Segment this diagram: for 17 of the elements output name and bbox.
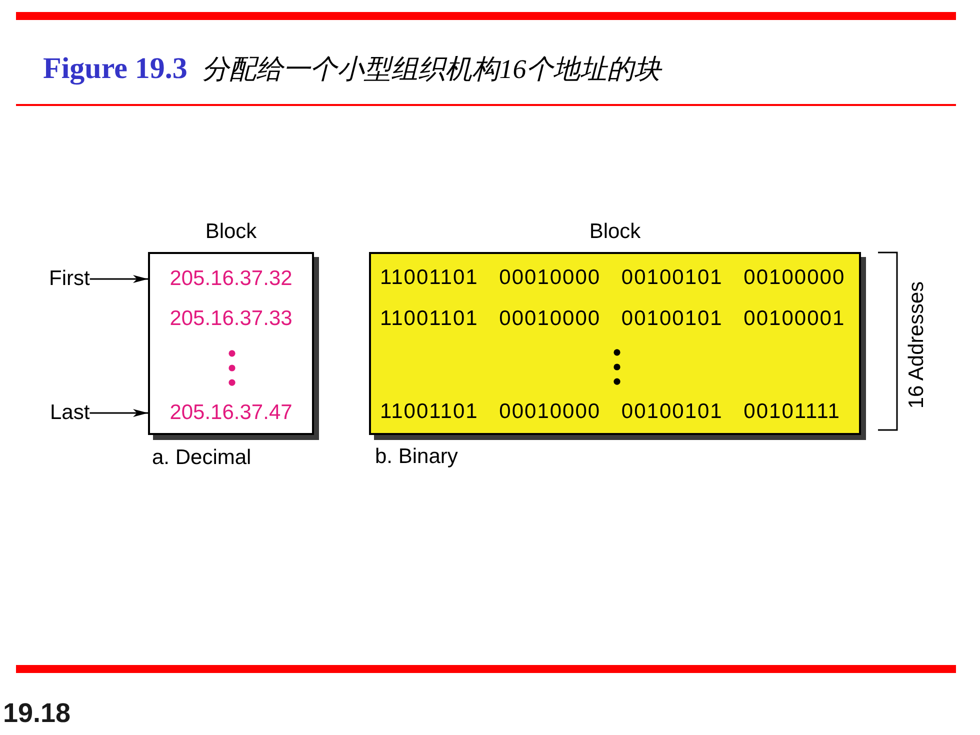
panel-caption: a. Decimal <box>152 446 252 470</box>
arrow <box>90 275 148 283</box>
ip-address: 205.16.37.33 <box>170 307 292 331</box>
ip-address: 205.16.37.32 <box>170 267 292 291</box>
block-heading: Block <box>205 220 257 244</box>
ip-address: 205.16.37.47 <box>170 401 292 425</box>
panel-caption: b. Binary <box>375 445 458 469</box>
binary-address: 11001101 00010000 00100101 00100001 <box>380 307 846 331</box>
pointer-label: Last <box>50 401 90 425</box>
binary-address: 11001101 00010000 00100101 00100000 <box>380 266 846 290</box>
pointer-label: First <box>49 267 90 291</box>
bracket-label: 16 Addresses <box>905 281 929 409</box>
figure-title: Figure 19.3 分配给一个小型组织机构16个地址的块 <box>43 52 662 86</box>
binary-address: 11001101 00010000 00100101 00101111 <box>380 400 840 424</box>
page-number: 19.18 <box>3 698 71 729</box>
arrow <box>90 409 148 417</box>
block-heading: Block <box>589 220 641 244</box>
